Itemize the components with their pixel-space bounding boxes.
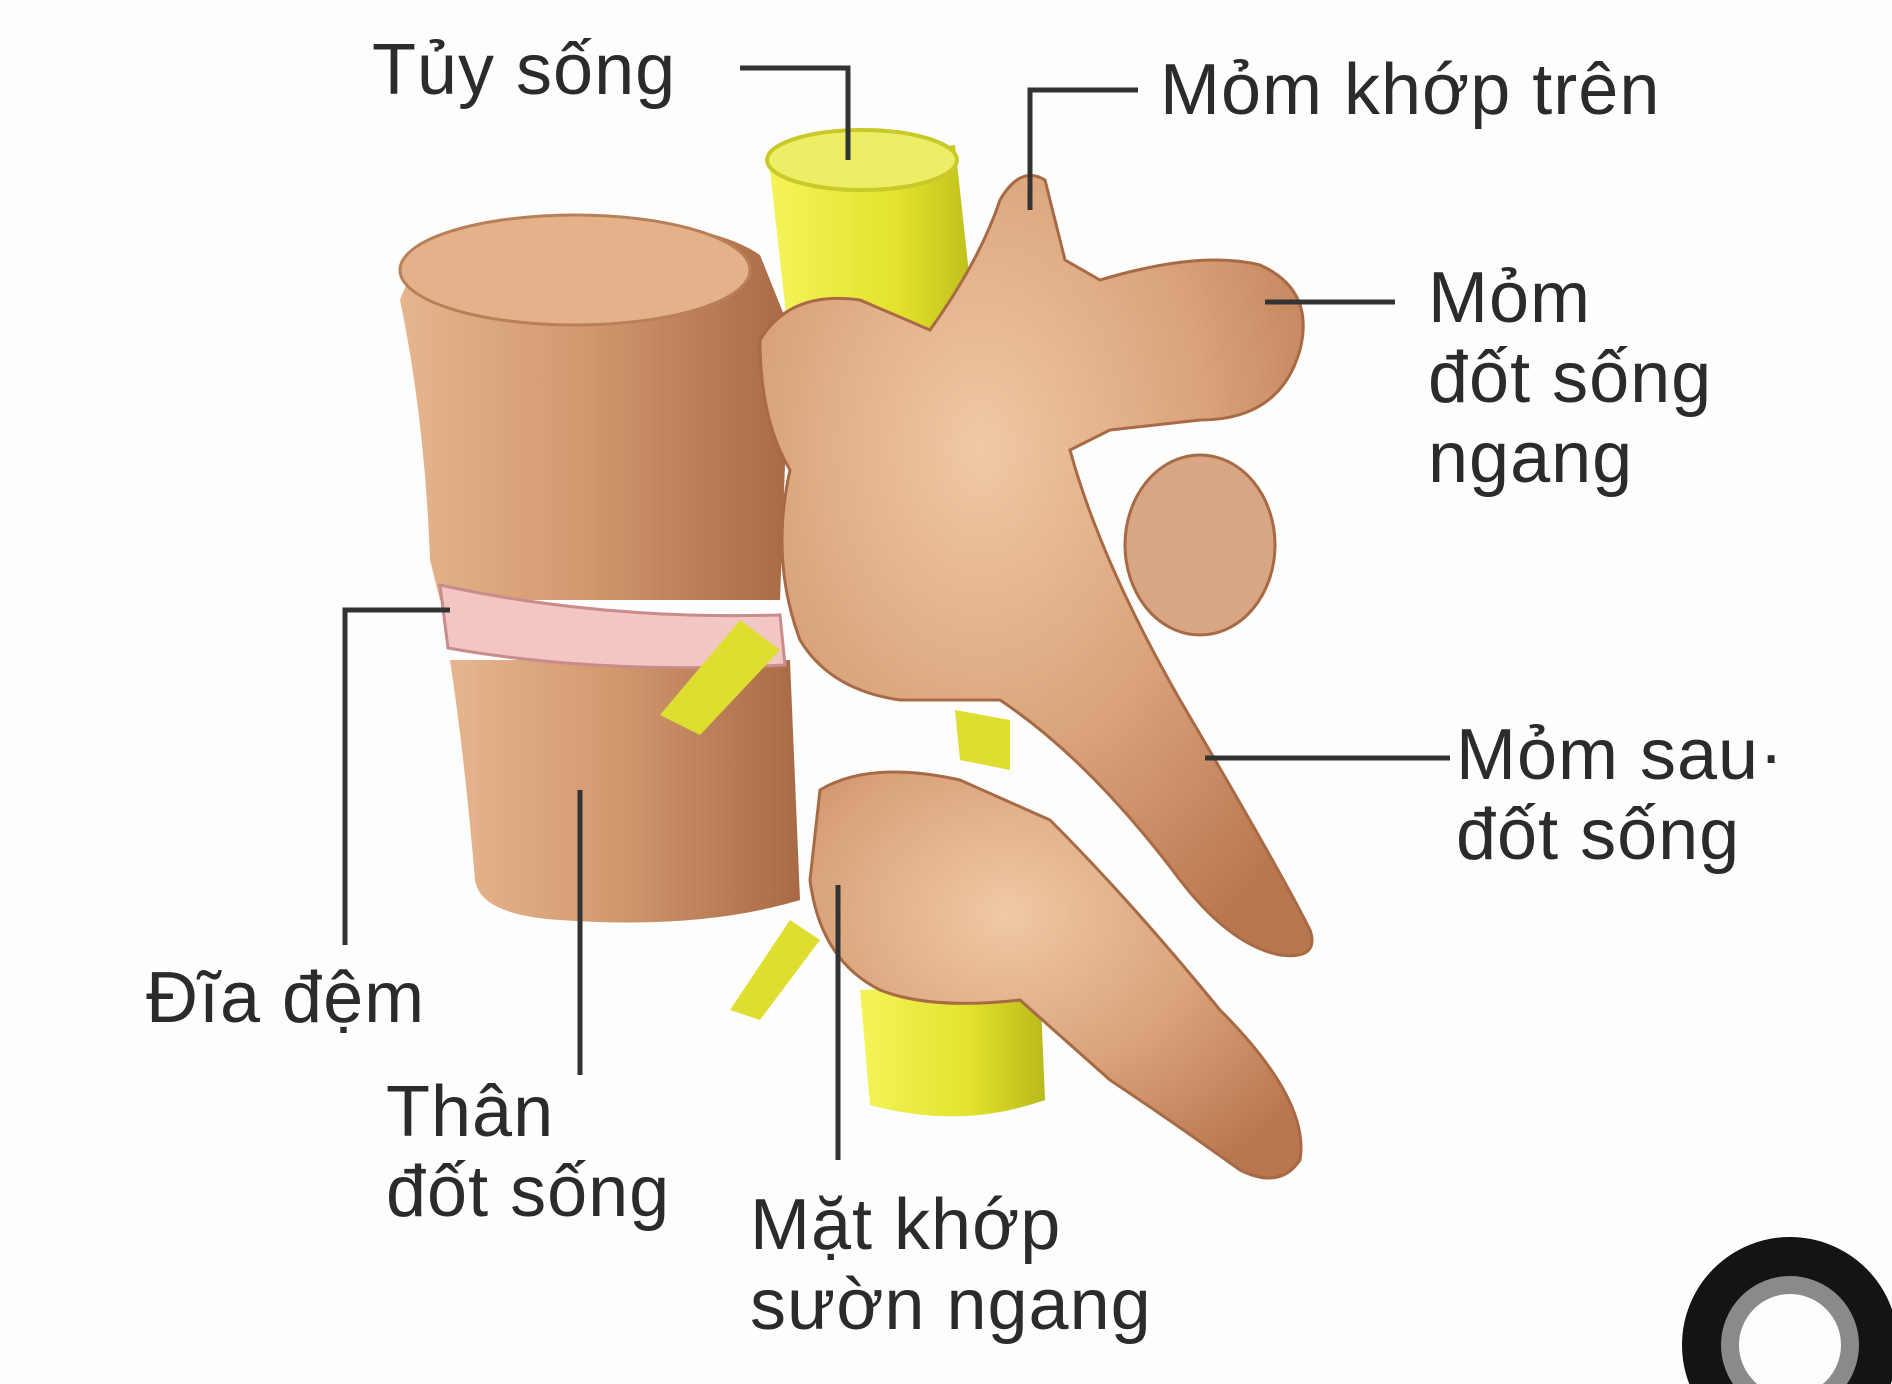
ring-graphic — [1682, 1237, 1892, 1384]
leader-disc — [342, 607, 450, 945]
label-superior-articular-process: Mỏm khớp trên — [1160, 50, 1661, 130]
label-vertebral-body: Thân đốt sống — [386, 1072, 671, 1232]
vertebral-arch — [758, 174, 1314, 958]
label-transverse-process: Mỏm đốt sống ngang — [1428, 258, 1713, 498]
label-intervertebral-disc: Đĩa đệm — [146, 958, 426, 1038]
leader-lines — [342, 65, 1450, 1160]
lower-vertebral-arch — [808, 770, 1303, 1180]
label-costal-facet: Mặt khớp sườn ngang — [750, 1185, 1152, 1345]
nerve-roots — [660, 620, 1010, 1020]
label-spinal-cord: Tủy sống — [372, 30, 677, 110]
vertebral-body — [398, 213, 800, 923]
label-spinous-process: Mỏm sau· đốt sống — [1456, 715, 1785, 875]
leader-superior-articular — [1027, 87, 1138, 210]
leader-spinal-cord — [740, 65, 851, 160]
intervertebral-disc — [438, 583, 787, 670]
